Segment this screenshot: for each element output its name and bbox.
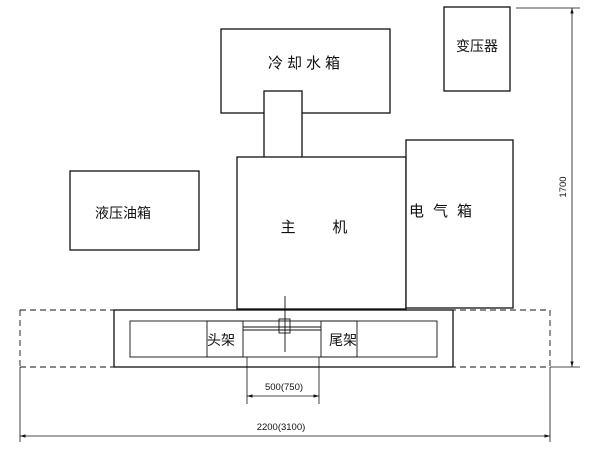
tailstock-box [320, 320, 358, 358]
hydraulic-tank-label: 液压油箱 [95, 206, 151, 222]
gap-dim-text: 500(750) [265, 382, 303, 393]
tailstock-label: 尾架 [329, 333, 357, 349]
transformer-box [443, 6, 511, 92]
headstock-box [206, 320, 244, 358]
cooling-tank-box [220, 28, 391, 114]
grinding-head [278, 318, 291, 334]
hydraulic-tank-box [69, 170, 200, 251]
cooling-tank-label: 冷却水箱 [268, 54, 344, 72]
worktable-outer [113, 309, 454, 368]
worktable-inner [129, 320, 438, 358]
electric-cabinet-box [405, 139, 514, 309]
cooling-neck [263, 90, 303, 159]
height-dim-text: 1700 [558, 176, 569, 197]
main-machine-box [236, 156, 407, 310]
main-machine-label: 主 机 [281, 218, 364, 236]
electric-cabinet-label: 电气箱 [409, 202, 481, 220]
transformer-label: 变压器 [456, 39, 498, 55]
headstock-label: 头架 [207, 333, 235, 349]
length-dim-text: 2200(3100) [257, 422, 306, 433]
